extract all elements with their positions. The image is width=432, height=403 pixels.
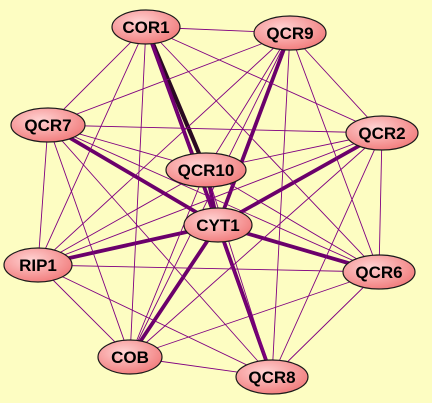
node-qcr2[interactable]: QCR2 — [345, 115, 419, 151]
node-qcr9[interactable]: QCR9 — [253, 15, 327, 51]
node-label: COR1 — [122, 18, 169, 37]
edge-qcr7-qcr2 — [47, 124, 383, 134]
node-cob[interactable]: COB — [97, 339, 163, 375]
edge-cyt1-cob — [128, 223, 220, 359]
edge-qcr7-rip1 — [37, 124, 49, 266]
node-qcr8[interactable]: QCR8 — [235, 359, 309, 395]
edge-qcr10-rip1 — [37, 169, 207, 266]
node-qcr6[interactable]: QCR6 — [342, 254, 416, 290]
node-ellipse — [111, 9, 181, 45]
node-label: QCR10 — [178, 161, 235, 180]
node-ellipse — [235, 359, 309, 395]
node-label: QCR9 — [266, 24, 313, 43]
node-label: CYT1 — [196, 216, 239, 235]
node-label: QCR7 — [24, 116, 71, 135]
node-label: QCR2 — [358, 124, 405, 143]
edge-cyt1-qcr9 — [216, 31, 292, 227]
node-qcr10[interactable]: QCR10 — [165, 152, 247, 188]
edge-rip1-qcr8 — [37, 264, 273, 378]
edge-qcr10-cob — [129, 169, 207, 358]
edge-qcr6-qcr8 — [271, 271, 380, 378]
edge-cor1-qcr6 — [145, 26, 380, 273]
edge-qcr9-qcr10 — [205, 32, 291, 171]
edge-qcr6-cob — [129, 271, 380, 358]
edge-qcr9-qcr7 — [47, 32, 291, 126]
node-label: QCR8 — [248, 368, 295, 387]
edge-cor1-qcr8 — [145, 26, 273, 378]
node-label: RIP1 — [19, 256, 57, 275]
edge-cor1-cob — [129, 26, 147, 358]
edge-rip1-qcr6 — [37, 264, 380, 273]
node-label: QCR6 — [355, 263, 402, 282]
node-ellipse — [183, 207, 253, 243]
edge-qcr9-qcr8 — [271, 32, 291, 378]
edge-qcr9-qcr6 — [289, 32, 380, 273]
edge-qcr7-qcr6 — [47, 124, 380, 273]
edge-qcr2-cob — [129, 132, 383, 358]
node-cor1[interactable]: COR1 — [111, 9, 181, 45]
node-qcr7[interactable]: QCR7 — [10, 107, 86, 143]
edge-qcr2-qcr6 — [378, 132, 383, 273]
edge-cyt1-qcr2 — [216, 131, 384, 227]
edge-qcr9-cob — [129, 32, 291, 358]
node-ellipse — [165, 152, 247, 188]
node-cyt1[interactable]: CYT1 — [183, 207, 253, 243]
node-ellipse — [253, 15, 327, 51]
edge-qcr7-qcr8 — [47, 124, 273, 378]
edge-qcr7-cob — [47, 124, 131, 358]
edge-cor1-qcr7 — [47, 26, 147, 126]
edge-cor1-qcr2 — [145, 26, 383, 134]
edge-qcr10-qcr6 — [205, 169, 380, 273]
edge-qcr2-qcr8 — [271, 132, 383, 378]
node-ellipse — [345, 115, 419, 151]
node-label: COB — [111, 348, 149, 367]
node-ellipse — [342, 254, 416, 290]
edge-qcr9-qcr2 — [289, 32, 383, 134]
edge-qcr9-rip1 — [37, 32, 291, 266]
node-rip1[interactable]: RIP1 — [3, 247, 73, 283]
edge-qcr2-rip1 — [37, 132, 383, 266]
edge-cyt1-qcr7 — [46, 123, 220, 227]
node-ellipse — [97, 339, 163, 375]
node-ellipse — [3, 247, 73, 283]
node-ellipse — [10, 107, 86, 143]
edge-cor1-rip1 — [37, 26, 147, 266]
edge-qcr10-qcr8 — [205, 169, 273, 378]
